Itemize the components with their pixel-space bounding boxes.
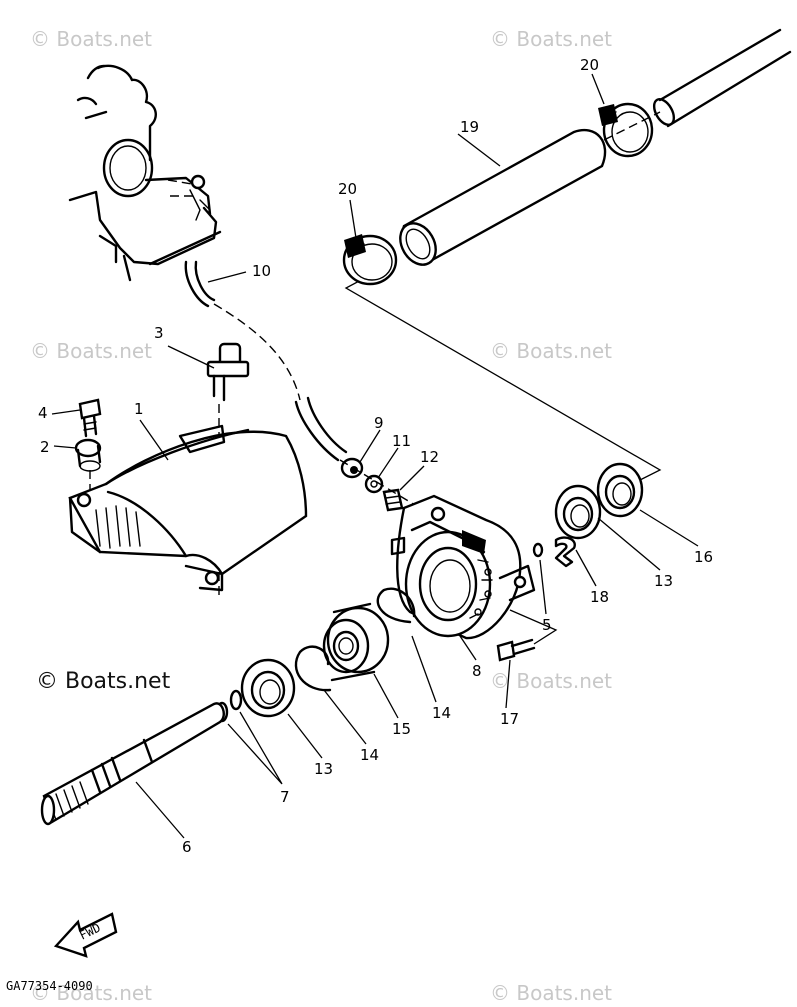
callout-1: 1: [134, 400, 144, 418]
callout-20-upper: 20: [580, 56, 599, 74]
callout-16: 16: [694, 548, 713, 566]
hose-part: [184, 260, 348, 462]
diagram-code: GA77354-4090: [6, 979, 93, 993]
circlip-14-upper-part: [376, 587, 416, 624]
callout-14-upper: 14: [432, 704, 451, 722]
brand-watermark: © Boats.net: [36, 669, 171, 694]
callout-15: 15: [392, 720, 411, 738]
cover-1-part: [68, 424, 308, 592]
shaft-6-part: [40, 702, 225, 826]
watermark: © Boats.net: [490, 339, 612, 363]
watermark: © Boats.net: [490, 669, 612, 693]
fitting-3-part: [206, 342, 250, 600]
watermark: © Boats.net: [30, 981, 152, 1002]
bearing-15-part: [322, 602, 390, 682]
leader-lines: [51, 73, 699, 839]
collar-2-part: [74, 438, 102, 494]
hose-19-part: [399, 129, 607, 266]
assembly-line: [339, 459, 441, 521]
pin-5-part: [532, 542, 544, 558]
callout-14-lower: 14: [360, 746, 379, 764]
watermark: © Boats.net: [30, 27, 152, 51]
seal-13-lower-part: [240, 658, 296, 718]
callout-11: 11: [392, 432, 411, 450]
clamp-20-upper-part: [598, 102, 654, 158]
callout-12: 12: [420, 448, 439, 466]
callout-17: 17: [500, 710, 519, 728]
clamp-20-lower-part: [342, 234, 398, 286]
callout-8: 8: [472, 662, 482, 680]
callout-2: 2: [40, 438, 50, 456]
bolt-17-part: [496, 609, 558, 662]
seal-16-part: [596, 462, 644, 518]
callout-19: 19: [460, 118, 479, 136]
callout-7: 7: [280, 788, 290, 806]
callout-6: 6: [182, 838, 192, 856]
callout-13-upper: 13: [654, 572, 673, 590]
nipple-12-part: [382, 488, 404, 512]
fwd-arrow-icon: FWD: [53, 912, 118, 958]
pipe-part: [603, 28, 792, 141]
callout-10: 10: [252, 262, 271, 280]
watermark: © Boats.net: [490, 27, 612, 51]
circlip-14-lower-part: [294, 645, 332, 692]
callout-5: 5: [542, 616, 552, 634]
callout-3: 3: [154, 324, 164, 342]
bolt-4-part: [78, 398, 102, 438]
washer-11-part: [364, 474, 384, 494]
callout-20-lower: 20: [338, 180, 357, 198]
callout-4: 4: [38, 404, 48, 422]
seal-13-upper-part: [554, 484, 602, 540]
engine-housing-part: [68, 64, 222, 282]
watermark: © Boats.net: [30, 339, 152, 363]
clip-18-part: [554, 536, 576, 568]
callout-18: 18: [590, 588, 609, 606]
watermark: © Boats.net: [490, 981, 612, 1002]
callout-13-lower: 13: [314, 760, 333, 778]
callout-9: 9: [374, 414, 384, 432]
housing-8-part: [390, 494, 536, 640]
